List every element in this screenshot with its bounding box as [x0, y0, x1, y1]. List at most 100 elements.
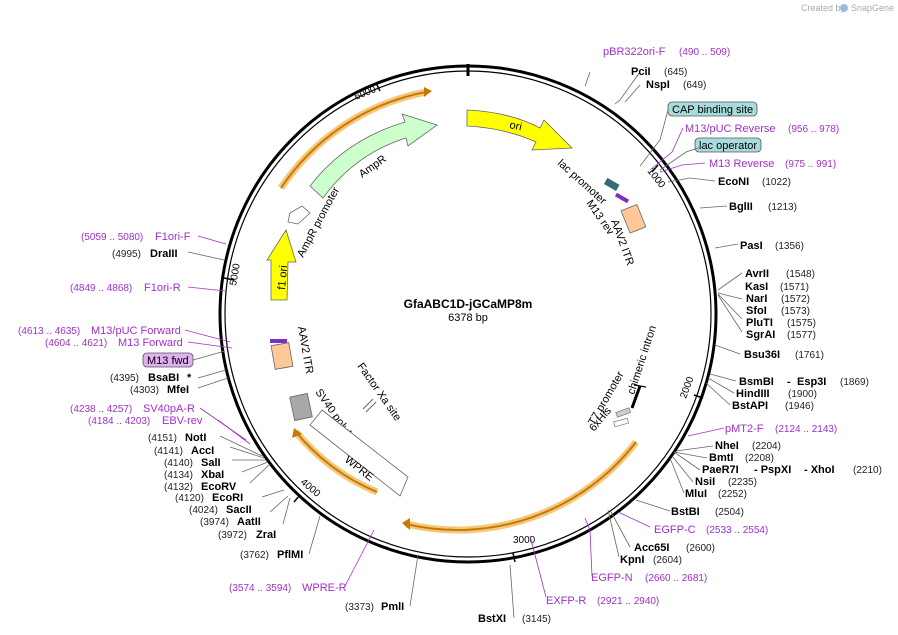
primer-m13puc-forward[interactable]: M13/pUC Forward — [91, 325, 181, 337]
sv40-feature — [289, 392, 313, 422]
m13-fwd-label: M13 fwd — [147, 355, 189, 367]
enzyme-pasi[interactable]: PasI — [740, 240, 763, 252]
primer-egfp-n[interactable]: EGFP-N — [591, 572, 633, 584]
enzyme-nspi[interactable]: NspI — [646, 79, 670, 91]
enzyme-bmti[interactable]: BmtI — [709, 452, 733, 464]
tick-3000: 3000 — [513, 535, 536, 546]
primer-sv40pa-r[interactable]: SV40pA-R — [143, 403, 195, 415]
enzyme-paer7i[interactable]: PaeR7I — [702, 464, 739, 476]
chimeric-intron-feature — [630, 385, 642, 409]
svg-text:(2210): (2210) — [853, 465, 882, 476]
enzyme-pluti[interactable]: PluTI — [746, 317, 773, 329]
enzyme-draiii[interactable]: DraIII — [150, 248, 178, 260]
svg-text:(1573): (1573) — [781, 306, 810, 317]
factor-xa-feature — [362, 398, 374, 410]
enzyme-sgrai[interactable]: SgrAI — [746, 329, 775, 341]
svg-text:(1761): (1761) — [795, 350, 824, 361]
plasmid-length: 6378 bp — [448, 312, 488, 324]
svg-text:(2252): (2252) — [718, 489, 747, 500]
tick-2000: 2000 — [678, 375, 696, 400]
enzyme-pmli[interactable]: PmlI — [381, 601, 404, 613]
enzyme-bsu36i[interactable]: Bsu36I — [744, 349, 780, 361]
svg-text:(4024): (4024) — [189, 505, 218, 516]
primer-exfp-r[interactable]: EXFP-R — [546, 595, 586, 607]
enzyme-sfoi[interactable]: SfoI — [746, 305, 767, 317]
primer-ebv-rev[interactable]: EBV-rev — [162, 415, 203, 427]
ampr-promoter-feature — [287, 205, 311, 225]
enzyme-nari[interactable]: NarI — [746, 293, 767, 305]
enzyme-econi[interactable]: EcoNI — [718, 176, 749, 188]
enzyme-nhei[interactable]: NheI — [715, 440, 739, 452]
enzyme-pspxi[interactable]: - PspXI — [754, 464, 791, 476]
enzyme-bstapi[interactable]: BstAPI — [732, 400, 768, 412]
enzyme-xbai[interactable]: XbaI — [201, 469, 224, 481]
enzyme-kpni[interactable]: KpnI — [620, 554, 644, 566]
enzyme-esp3i[interactable]: Esp3I — [797, 376, 826, 388]
enzyme-acci[interactable]: AccI — [191, 445, 214, 457]
enzyme-mlui[interactable]: MluI — [685, 488, 707, 500]
enzyme-bsmbi[interactable]: BsmBI — [739, 376, 774, 388]
svg-text:(4303): (4303) — [130, 385, 159, 396]
aav2-itr-left-feature — [270, 342, 294, 370]
ampr-promoter-label: AmpR promoter — [295, 185, 342, 259]
enzyme-sali[interactable]: SalI — [201, 457, 221, 469]
svg-text:(2204): (2204) — [752, 441, 781, 452]
svg-text:-: - — [787, 376, 791, 388]
enzyme-nsii[interactable]: NsiI — [695, 476, 715, 488]
primer-m13-forward[interactable]: M13 Forward — [118, 337, 183, 349]
svg-text:(649): (649) — [683, 80, 706, 91]
enzyme-acc65i[interactable]: Acc65I — [634, 542, 669, 554]
enzyme-sacii[interactable]: SacII — [226, 504, 252, 516]
svg-text:(1356): (1356) — [775, 241, 804, 252]
enzyme-ecori[interactable]: EcoRI — [212, 492, 243, 504]
svg-text:(490 .. 509): (490 .. 509) — [679, 47, 730, 58]
primer-wpre-r[interactable]: WPRE-R — [302, 582, 347, 594]
enzyme-ecorv[interactable]: EcoRV — [201, 481, 237, 493]
enzyme-aatii[interactable]: AatII — [237, 516, 261, 528]
svg-text:(1575): (1575) — [787, 318, 816, 329]
svg-text:(4613 .. 4635): (4613 .. 4635) — [18, 326, 80, 337]
svg-text:(4995): (4995) — [112, 249, 141, 260]
primer-egfp-c[interactable]: EGFP-C — [654, 524, 696, 536]
enzyme-zrai[interactable]: ZraI — [256, 529, 276, 541]
svg-text:*: * — [187, 372, 192, 384]
svg-text:(4151): (4151) — [148, 433, 177, 444]
ampr-feature — [309, 113, 438, 199]
svg-text:(1022): (1022) — [762, 177, 791, 188]
svg-text:(1946): (1946) — [785, 401, 814, 412]
primer-f1ori-r[interactable]: F1ori-R — [144, 282, 181, 294]
enzyme-avrii[interactable]: AvrII — [745, 268, 769, 280]
svg-text:(2124 .. 2143): (2124 .. 2143) — [775, 424, 837, 435]
leader-lines — [184, 71, 743, 619]
primer-pbr322ori-f[interactable]: pBR322ori-F — [603, 46, 666, 58]
primer-m13puc-reverse[interactable]: M13/pUC Reverse — [685, 123, 775, 135]
snapgene-logo-icon — [840, 4, 848, 12]
svg-text:(1572): (1572) — [781, 294, 810, 305]
primer-pmt2-f[interactable]: pMT2-F — [725, 423, 764, 435]
svg-text:(3145): (3145) — [522, 614, 551, 625]
svg-text:(2604): (2604) — [653, 555, 682, 566]
enzyme-pcii[interactable]: PciI — [631, 66, 651, 78]
svg-text:(2208): (2208) — [745, 453, 774, 464]
enzyme-bstbi[interactable]: BstBI — [671, 506, 700, 518]
enzyme-hindiii[interactable]: HindIII — [736, 388, 770, 400]
enzyme-bglii[interactable]: BglII — [729, 201, 753, 213]
primer-f1ori-f[interactable]: F1ori-F — [155, 231, 191, 243]
created-by-label: Created by — [801, 3, 846, 13]
m13-rev-feature — [614, 192, 630, 204]
enzyme-bsabi[interactable]: BsaBI — [148, 372, 179, 384]
cap-site-box — [667, 101, 758, 117]
enzyme-bstxi[interactable]: BstXI — [478, 613, 506, 625]
enzyme-mfei[interactable]: MfeI — [167, 384, 189, 396]
enzyme-pflmi[interactable]: PflMI — [277, 549, 303, 561]
enzyme-kasi[interactable]: KasI — [745, 281, 768, 293]
f1-ori-label: f1 ori — [276, 265, 290, 290]
lac-promoter-label: lac promoter — [555, 157, 609, 207]
primer-m13-reverse[interactable]: M13 Reverse — [709, 158, 774, 170]
svg-text:(956 .. 978): (956 .. 978) — [788, 124, 839, 135]
enzyme-xhoi[interactable]: - XhoI — [804, 464, 835, 476]
enzyme-noti[interactable]: NotI — [185, 432, 206, 444]
aav2-itr-left-label: AAV2 ITR — [295, 325, 315, 374]
factor-xa-label: Factor Xa site — [355, 361, 404, 423]
